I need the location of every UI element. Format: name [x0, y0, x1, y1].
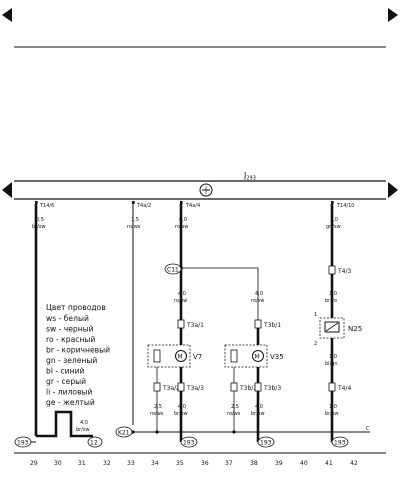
column-scale: 29 30 31 32 33 34 35 36 37 38 39 40 41 4… — [30, 460, 358, 467]
wire-color: br/ro — [325, 298, 337, 304]
edge-mark: C — [366, 426, 370, 432]
wire-color: ro/sw — [174, 298, 187, 304]
wire-color: br/sw — [174, 411, 188, 417]
svg-text:193: 193 — [260, 440, 272, 447]
wire-gauge: 2,5 — [154, 404, 162, 410]
svg-text:193: 193 — [334, 440, 346, 447]
scale-number: 29 — [30, 460, 38, 467]
wire-color: gn/sw — [326, 224, 341, 230]
svg-text:12: 12 — [90, 440, 98, 447]
connector-label: T3b/3 — [263, 385, 281, 392]
scale-number: 31 — [78, 460, 86, 467]
wire-color-legend: Цвет проводов ws - белый sw - черный ro … — [46, 303, 110, 407]
wire-gauge: 4,0 — [255, 291, 263, 297]
wire-gauge: 4,0 — [255, 404, 263, 410]
ground-point — [87, 436, 103, 448]
connector-label: T4/4 — [337, 385, 352, 392]
wire-gauge: 1,0 — [329, 404, 337, 410]
wire-color: ro/ws — [150, 411, 164, 417]
scale-number: 33 — [127, 460, 135, 467]
svg-text:193: 193 — [17, 440, 29, 447]
svg-text:C11: C11 — [167, 267, 179, 274]
connection-point-c11 — [164, 263, 182, 275]
legend-entry: ws - белый — [46, 314, 89, 323]
component-label: V35 — [270, 353, 284, 361]
scale-number: 35 — [176, 460, 184, 467]
wire-gauge: 1,0 — [329, 291, 337, 297]
wire-gauge: 0,5 — [36, 217, 44, 223]
wire-gauge: 6,0 — [179, 217, 187, 223]
ground-point — [180, 436, 198, 448]
scale-number: 38 — [250, 460, 258, 467]
wire-color: ro/ws — [227, 411, 241, 417]
pin-label: T14/10 — [336, 203, 354, 209]
wire-color: ro/ws — [127, 224, 141, 230]
wire-gauge: 1,0 — [330, 217, 338, 223]
svg-text:K21: K21 — [118, 430, 130, 437]
connector-label: T3a/3 — [186, 385, 204, 392]
legend-entry: gn - зеленый — [46, 356, 97, 365]
connector-label: T3a/1 — [186, 322, 204, 329]
connector-label: T3b/1 — [263, 322, 281, 329]
motor-icon — [175, 350, 187, 362]
svg-text:M: M — [178, 354, 183, 361]
previous-section-arrow-icon[interactable] — [2, 182, 12, 198]
pin-label: T4a/4 — [185, 203, 200, 209]
scale-number: 39 — [275, 460, 283, 467]
wire-color: br/sw — [325, 411, 339, 417]
legend-entry: ro - красный — [46, 335, 95, 344]
legend-entry: bl - синий — [46, 367, 85, 376]
scale-number: 34 — [151, 460, 159, 467]
ground-point — [331, 436, 349, 448]
wire-color: br/sw — [76, 427, 90, 433]
svg-text:1: 1 — [314, 312, 317, 318]
scale-number: 36 — [201, 460, 209, 467]
scale-number: 37 — [225, 460, 233, 467]
scale-number: 32 — [103, 460, 111, 467]
wire-gauge: 4,0 — [80, 420, 88, 426]
scale-number: 30 — [54, 460, 62, 467]
next-page-arrow-icon[interactable] — [388, 8, 398, 22]
component-label: V7 — [193, 353, 202, 361]
legend-entry: li - лиловый — [46, 388, 93, 397]
motor-icon — [252, 350, 264, 362]
svg-text:193: 193 — [183, 440, 195, 447]
wire-gauge: 1,0 — [329, 354, 337, 360]
legend-entry: br - коричневый — [46, 346, 110, 355]
wire-color: bl/gn — [325, 361, 338, 367]
legend-title: Цвет проводов — [46, 303, 106, 312]
wire — [36, 410, 93, 438]
scale-number: 42 — [350, 460, 358, 467]
scale-number: 41 — [325, 460, 333, 467]
connector-label: T3b/2 — [239, 385, 257, 392]
pin-label: T14/6 — [39, 203, 54, 209]
connector-label: T4/3 — [337, 268, 352, 275]
scale-number: 40 — [300, 460, 308, 467]
wire-color: ro/sw — [251, 298, 264, 304]
legend-entry: sw - черный — [46, 325, 94, 334]
ground-point — [257, 436, 275, 448]
component-label: N25 — [348, 325, 362, 333]
legend-entry: gr - серый — [46, 377, 86, 386]
next-section-arrow-icon[interactable] — [388, 182, 398, 198]
wire-gauge: 1,5 — [131, 217, 139, 223]
control-unit-label: J293 — [243, 171, 256, 182]
wire-gauge: 4,0 — [178, 404, 186, 410]
pin-label: T4a/2 — [136, 203, 151, 209]
wire-color: br/sw — [32, 224, 46, 230]
svg-text:2: 2 — [314, 341, 317, 347]
connector-label: T3a/2 — [162, 385, 180, 392]
legend-entry: ge - желтый — [46, 398, 95, 407]
wire-color: br/sw — [251, 411, 265, 417]
wire-gauge: 4,0 — [178, 291, 186, 297]
previous-page-arrow-icon[interactable] — [2, 8, 12, 22]
svg-text:M: M — [255, 354, 260, 361]
wire-gauge: 2,5 — [231, 404, 239, 410]
